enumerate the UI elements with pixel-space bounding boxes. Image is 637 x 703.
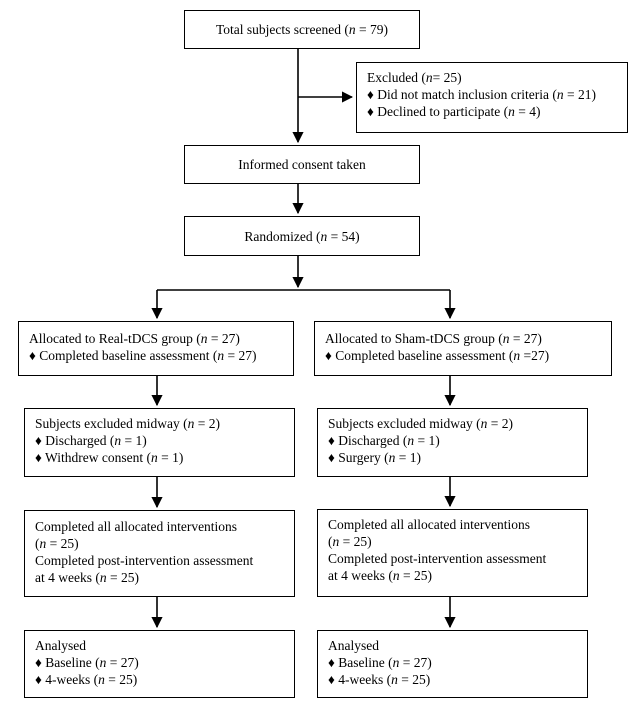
real-completed-line: (n = 25) [35, 536, 79, 551]
real-midway-box: Subjects excluded midway (n = 2) ♦ Disch… [24, 408, 295, 477]
real-baseline-item: ♦ Completed baseline assessment (n = 27) [29, 348, 257, 363]
real-midway-title: Subjects excluded midway (n = 2) [35, 416, 220, 431]
excluded-item: ♦ Did not match inclusion criteria (n = … [367, 87, 596, 102]
sham-analysed-item: ♦ 4-weeks (n = 25) [328, 672, 431, 687]
real-allocated-box: Allocated to Real-tDCS group (n = 27) ♦ … [18, 321, 294, 376]
consent-box: Informed consent taken [184, 145, 420, 184]
sham-baseline-item: ♦ Completed baseline assessment (n =27) [325, 348, 550, 363]
real-analysed-box: Analysed ♦ Baseline (n = 27) ♦ 4-weeks (… [24, 630, 295, 698]
excluded-item: ♦ Declined to participate (n = 4) [367, 104, 541, 119]
sham-analysed-item: ♦ Baseline (n = 27) [328, 655, 432, 670]
randomized-label: Randomized (n = 54) [244, 228, 360, 244]
screened-label: Total subjects screened (n = 79) [216, 22, 388, 37]
real-midway-item: ♦ Discharged (n = 1) [35, 433, 147, 448]
consent-label: Informed consent taken [238, 157, 366, 172]
sham-midway-title: Subjects excluded midway (n = 2) [328, 416, 513, 431]
sham-completed-line: Completed post-intervention assessment [328, 551, 547, 566]
real-completed-line: Completed all allocated interventions [35, 519, 238, 534]
real-analysed-item: ♦ Baseline (n = 27) [35, 655, 139, 670]
real-analysed-item: ♦ 4-weeks (n = 25) [35, 672, 138, 687]
screened-box: Total subjects screened (n = 79) [184, 10, 420, 49]
sham-allocated-box: Allocated to Sham-tDCS group (n = 27) ♦ … [314, 321, 612, 376]
sham-midway-item: ♦ Surgery (n = 1) [328, 450, 421, 465]
real-allocated-title: Allocated to Real-tDCS group (n = 27) [29, 331, 240, 346]
real-completed-box: Completed all allocated interventions (n… [24, 510, 295, 597]
sham-analysed-box: Analysed ♦ Baseline (n = 27) ♦ 4-weeks (… [317, 630, 588, 698]
sham-completed-line: at 4 weeks (n = 25) [328, 568, 432, 583]
sham-analysed-title: Analysed [328, 638, 379, 653]
excluded-title: Excluded (n= 25) [367, 70, 462, 85]
real-analysed-title: Analysed [35, 638, 86, 653]
excluded-box: Excluded (n= 25) ♦ Did not match inclusi… [356, 62, 628, 133]
sham-allocated-title: Allocated to Sham-tDCS group (n = 27) [325, 331, 542, 346]
sham-midway-item: ♦ Discharged (n = 1) [328, 433, 440, 448]
sham-completed-box: Completed all allocated interventions (n… [317, 509, 588, 597]
real-midway-item: ♦ Withdrew consent (n = 1) [35, 450, 184, 465]
real-completed-line: at 4 weeks (n = 25) [35, 570, 139, 585]
real-completed-line: Completed post-intervention assessment [35, 553, 254, 568]
sham-midway-box: Subjects excluded midway (n = 2) ♦ Disch… [317, 408, 588, 477]
randomized-box: Randomized (n = 54) [184, 216, 420, 256]
sham-completed-line: Completed all allocated interventions [328, 517, 531, 532]
sham-completed-line: (n = 25) [328, 534, 372, 549]
